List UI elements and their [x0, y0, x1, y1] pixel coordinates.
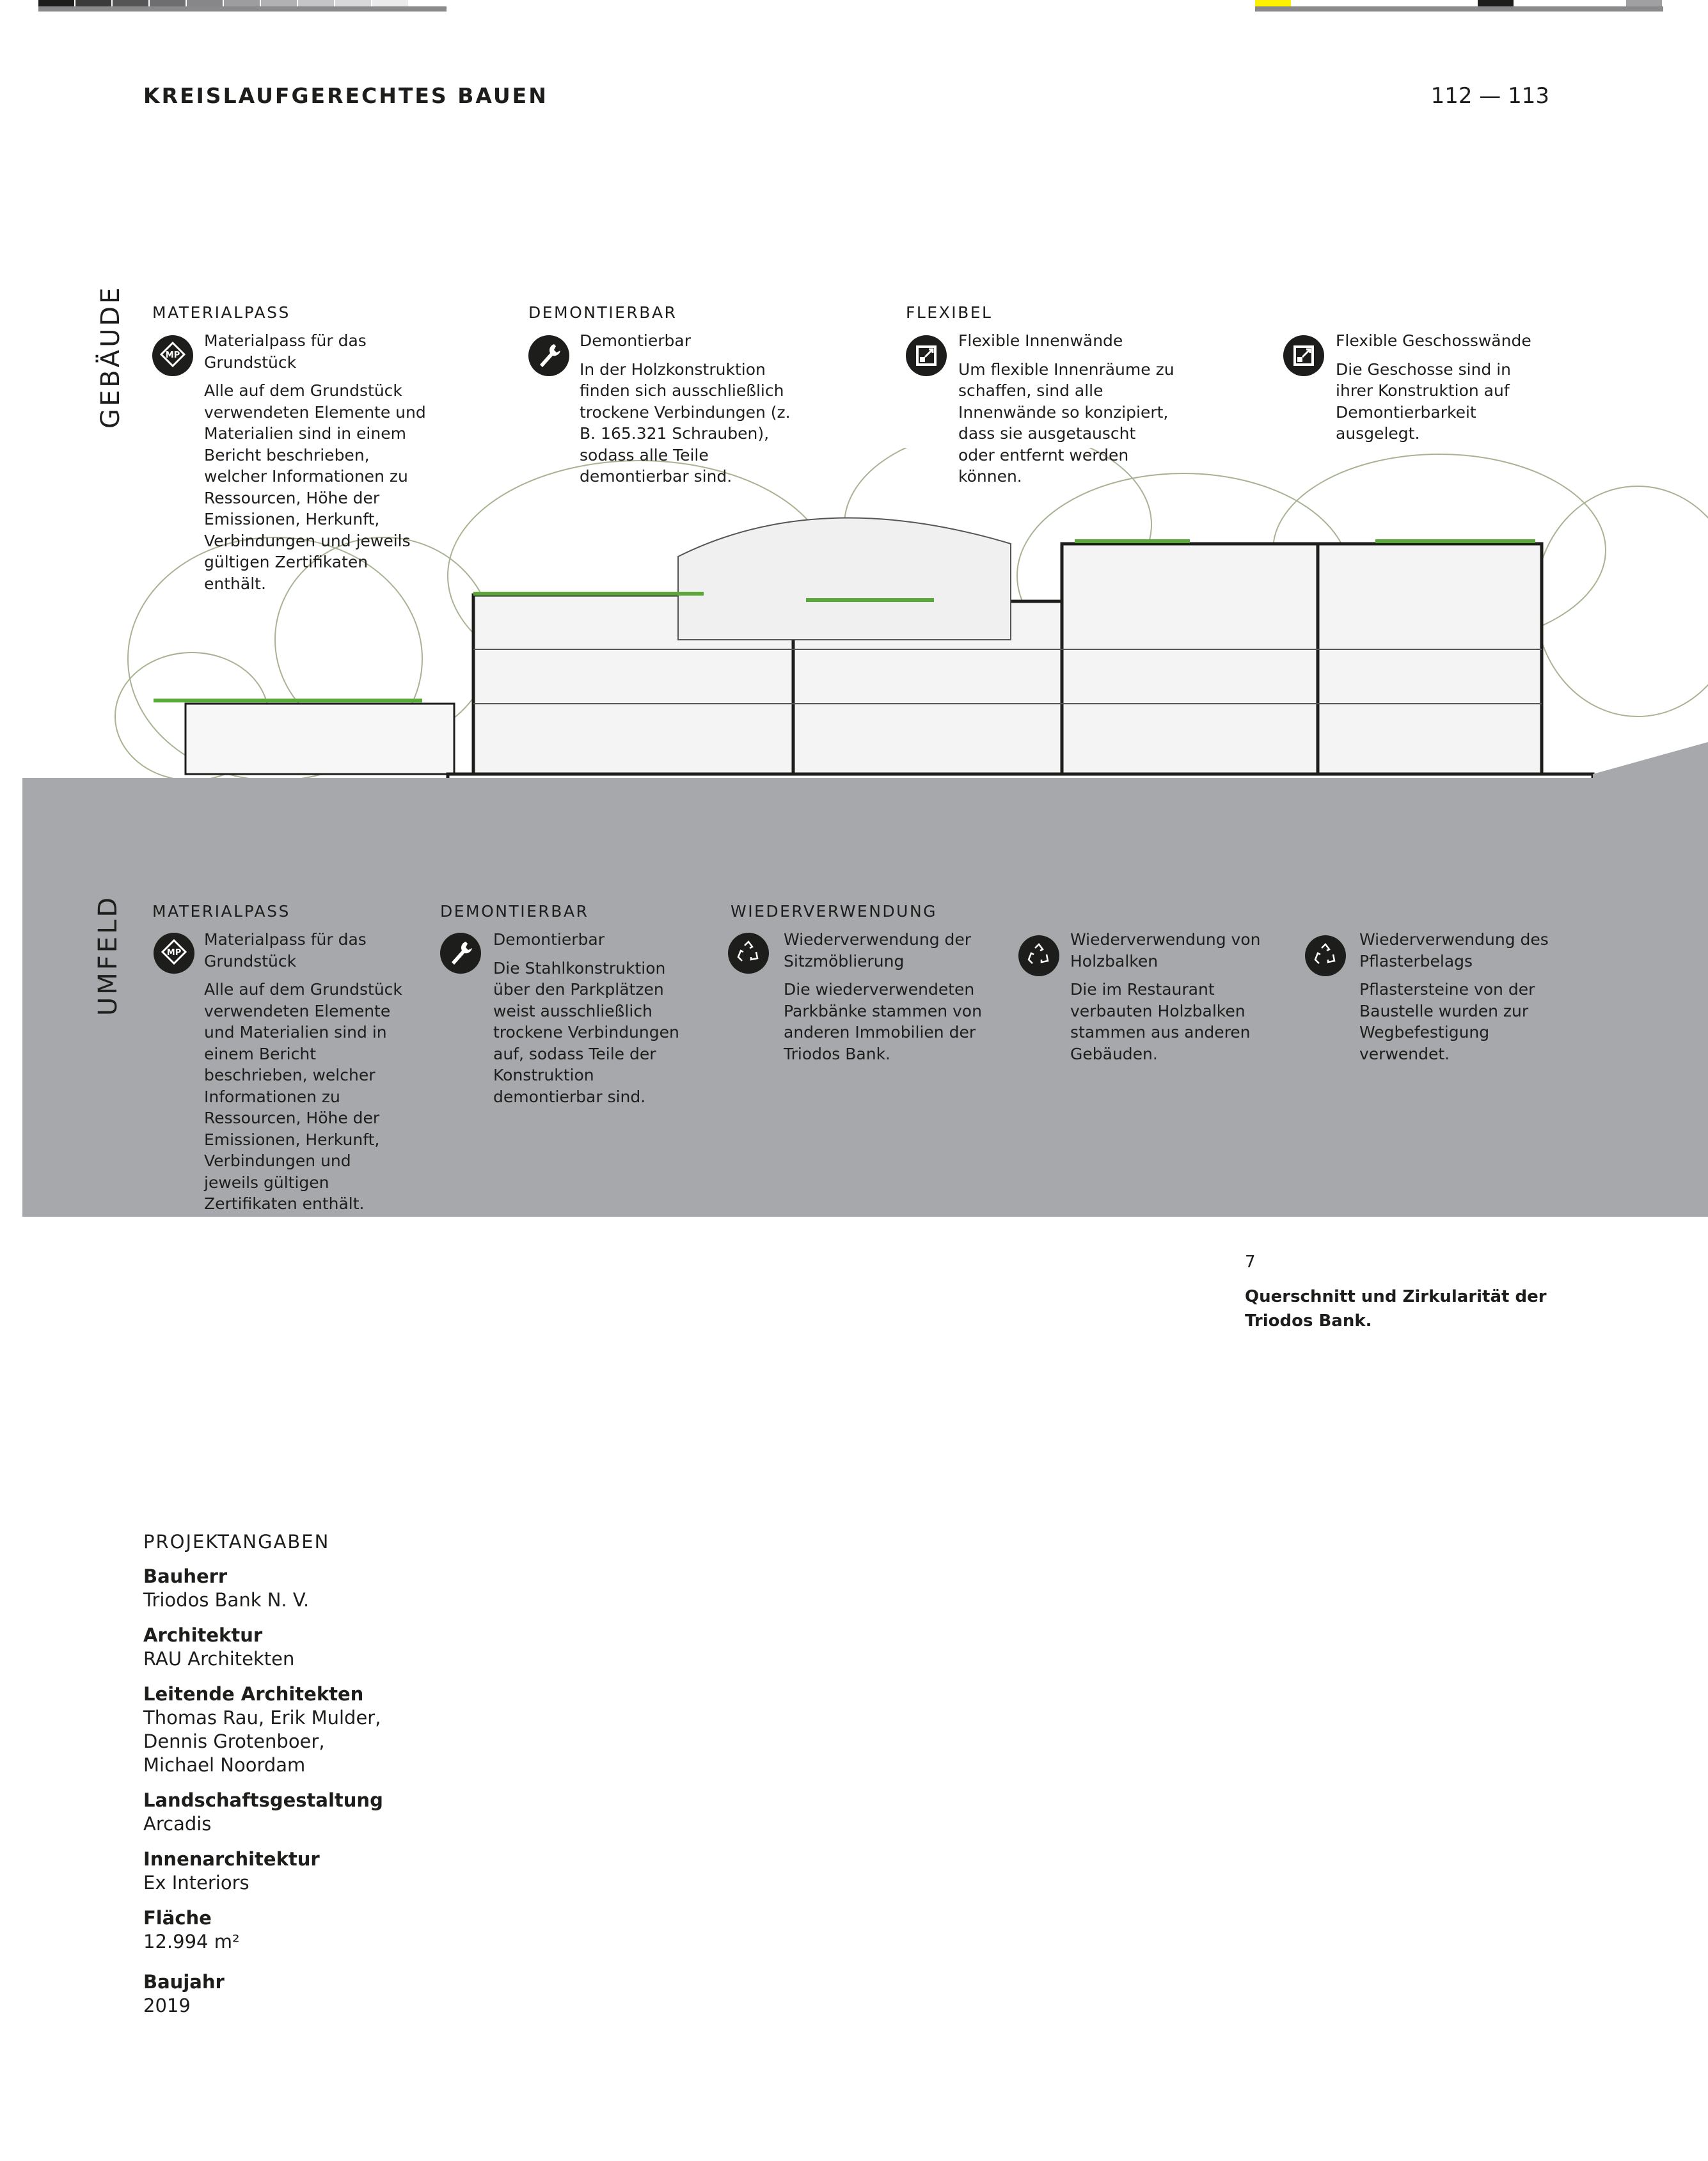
recycle-icon — [728, 933, 769, 974]
wrench-icon — [528, 335, 569, 376]
print-color-bar-left — [38, 0, 447, 12]
section-label-umfeld: UMFELD — [93, 894, 123, 1016]
section-label-gebaeude: GEBÄUDE — [96, 285, 125, 429]
figure-number: 7 — [1245, 1253, 1256, 1272]
print-color-bar-right — [1255, 0, 1663, 12]
umfeld-panel — [22, 778, 1708, 1217]
category-label: FLEXIBEL — [906, 303, 993, 322]
category-label: MATERIALPASS — [152, 902, 290, 921]
recycle-icon — [1305, 935, 1346, 976]
category-label: DEMONTIERBAR — [528, 303, 677, 322]
svg-text:MP: MP — [167, 948, 181, 958]
running-header: KREISLAUFGERECHTES BAUEN — [143, 83, 548, 108]
flexible-layout-icon — [906, 335, 947, 376]
project-heading: PROJEKTANGABEN — [143, 1531, 330, 1553]
flexible-layout-icon — [1283, 335, 1324, 376]
wrench-icon — [440, 933, 481, 974]
svg-text:MP: MP — [166, 351, 180, 360]
recycle-icon — [1018, 935, 1059, 976]
material-passport-icon: MP — [154, 933, 194, 974]
category-label: MATERIALPASS — [152, 303, 290, 322]
page-numbers: 112 — 113 — [1430, 83, 1549, 109]
category-label: DEMONTIERBAR — [440, 902, 589, 921]
category-label: WIEDERVERWENDUNG — [731, 902, 938, 921]
material-passport-icon: MP — [152, 335, 193, 376]
figure-caption: Querschnitt und Zirkularität der Triodos… — [1245, 1287, 1547, 1331]
